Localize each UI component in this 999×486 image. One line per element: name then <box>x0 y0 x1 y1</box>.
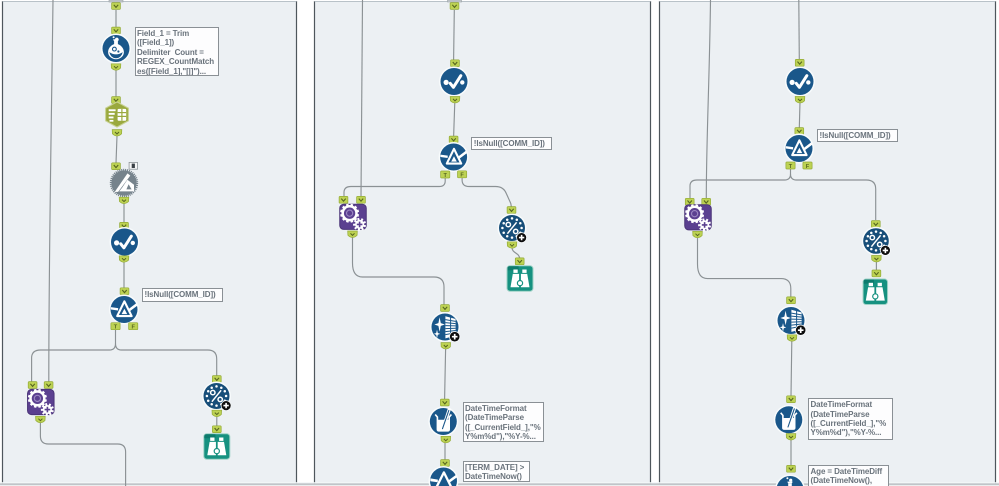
svg-text:F: F <box>806 164 810 170</box>
svg-text:F: F <box>460 173 464 179</box>
svg-text:T: T <box>114 325 118 331</box>
svg-text:T: T <box>789 164 793 170</box>
svg-text:F: F <box>131 325 135 331</box>
svg-text:T: T <box>443 173 447 179</box>
